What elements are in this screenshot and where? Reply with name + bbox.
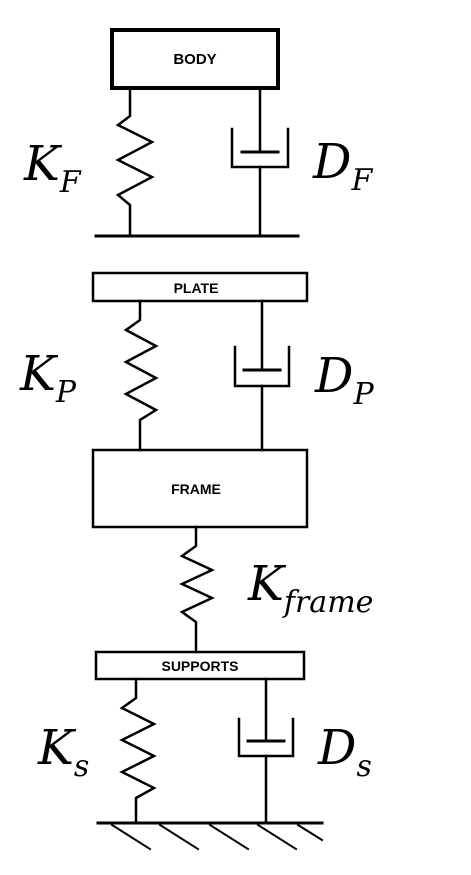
spring-kp (123, 299, 159, 452)
symbol-kf: KF (23, 136, 82, 200)
damper-df (230, 86, 290, 238)
symbol-kframe: Kframe (247, 556, 373, 620)
symbol-ds: Ds (317, 720, 372, 784)
body-label: BODY (173, 51, 216, 68)
spring-kf (115, 86, 155, 238)
plate-label: PLATE (174, 280, 219, 296)
plate-box (91, 271, 309, 303)
supports-box (94, 650, 306, 681)
body-box (110, 28, 280, 90)
symbol-df: DF (312, 134, 373, 198)
damper-dp (233, 299, 291, 452)
damper-ds (237, 677, 295, 825)
symbol-ks: Ks (37, 720, 89, 784)
fixed-ground-icon (96, 821, 324, 851)
supports-label: SUPPORTS (161, 658, 238, 674)
spring-ks (119, 677, 157, 825)
spring-kframe (179, 525, 215, 654)
frame-box (91, 448, 309, 529)
symbol-dp: DP (314, 348, 374, 412)
symbol-kp: KP (19, 346, 77, 410)
frame-label: FRAME (171, 481, 221, 497)
